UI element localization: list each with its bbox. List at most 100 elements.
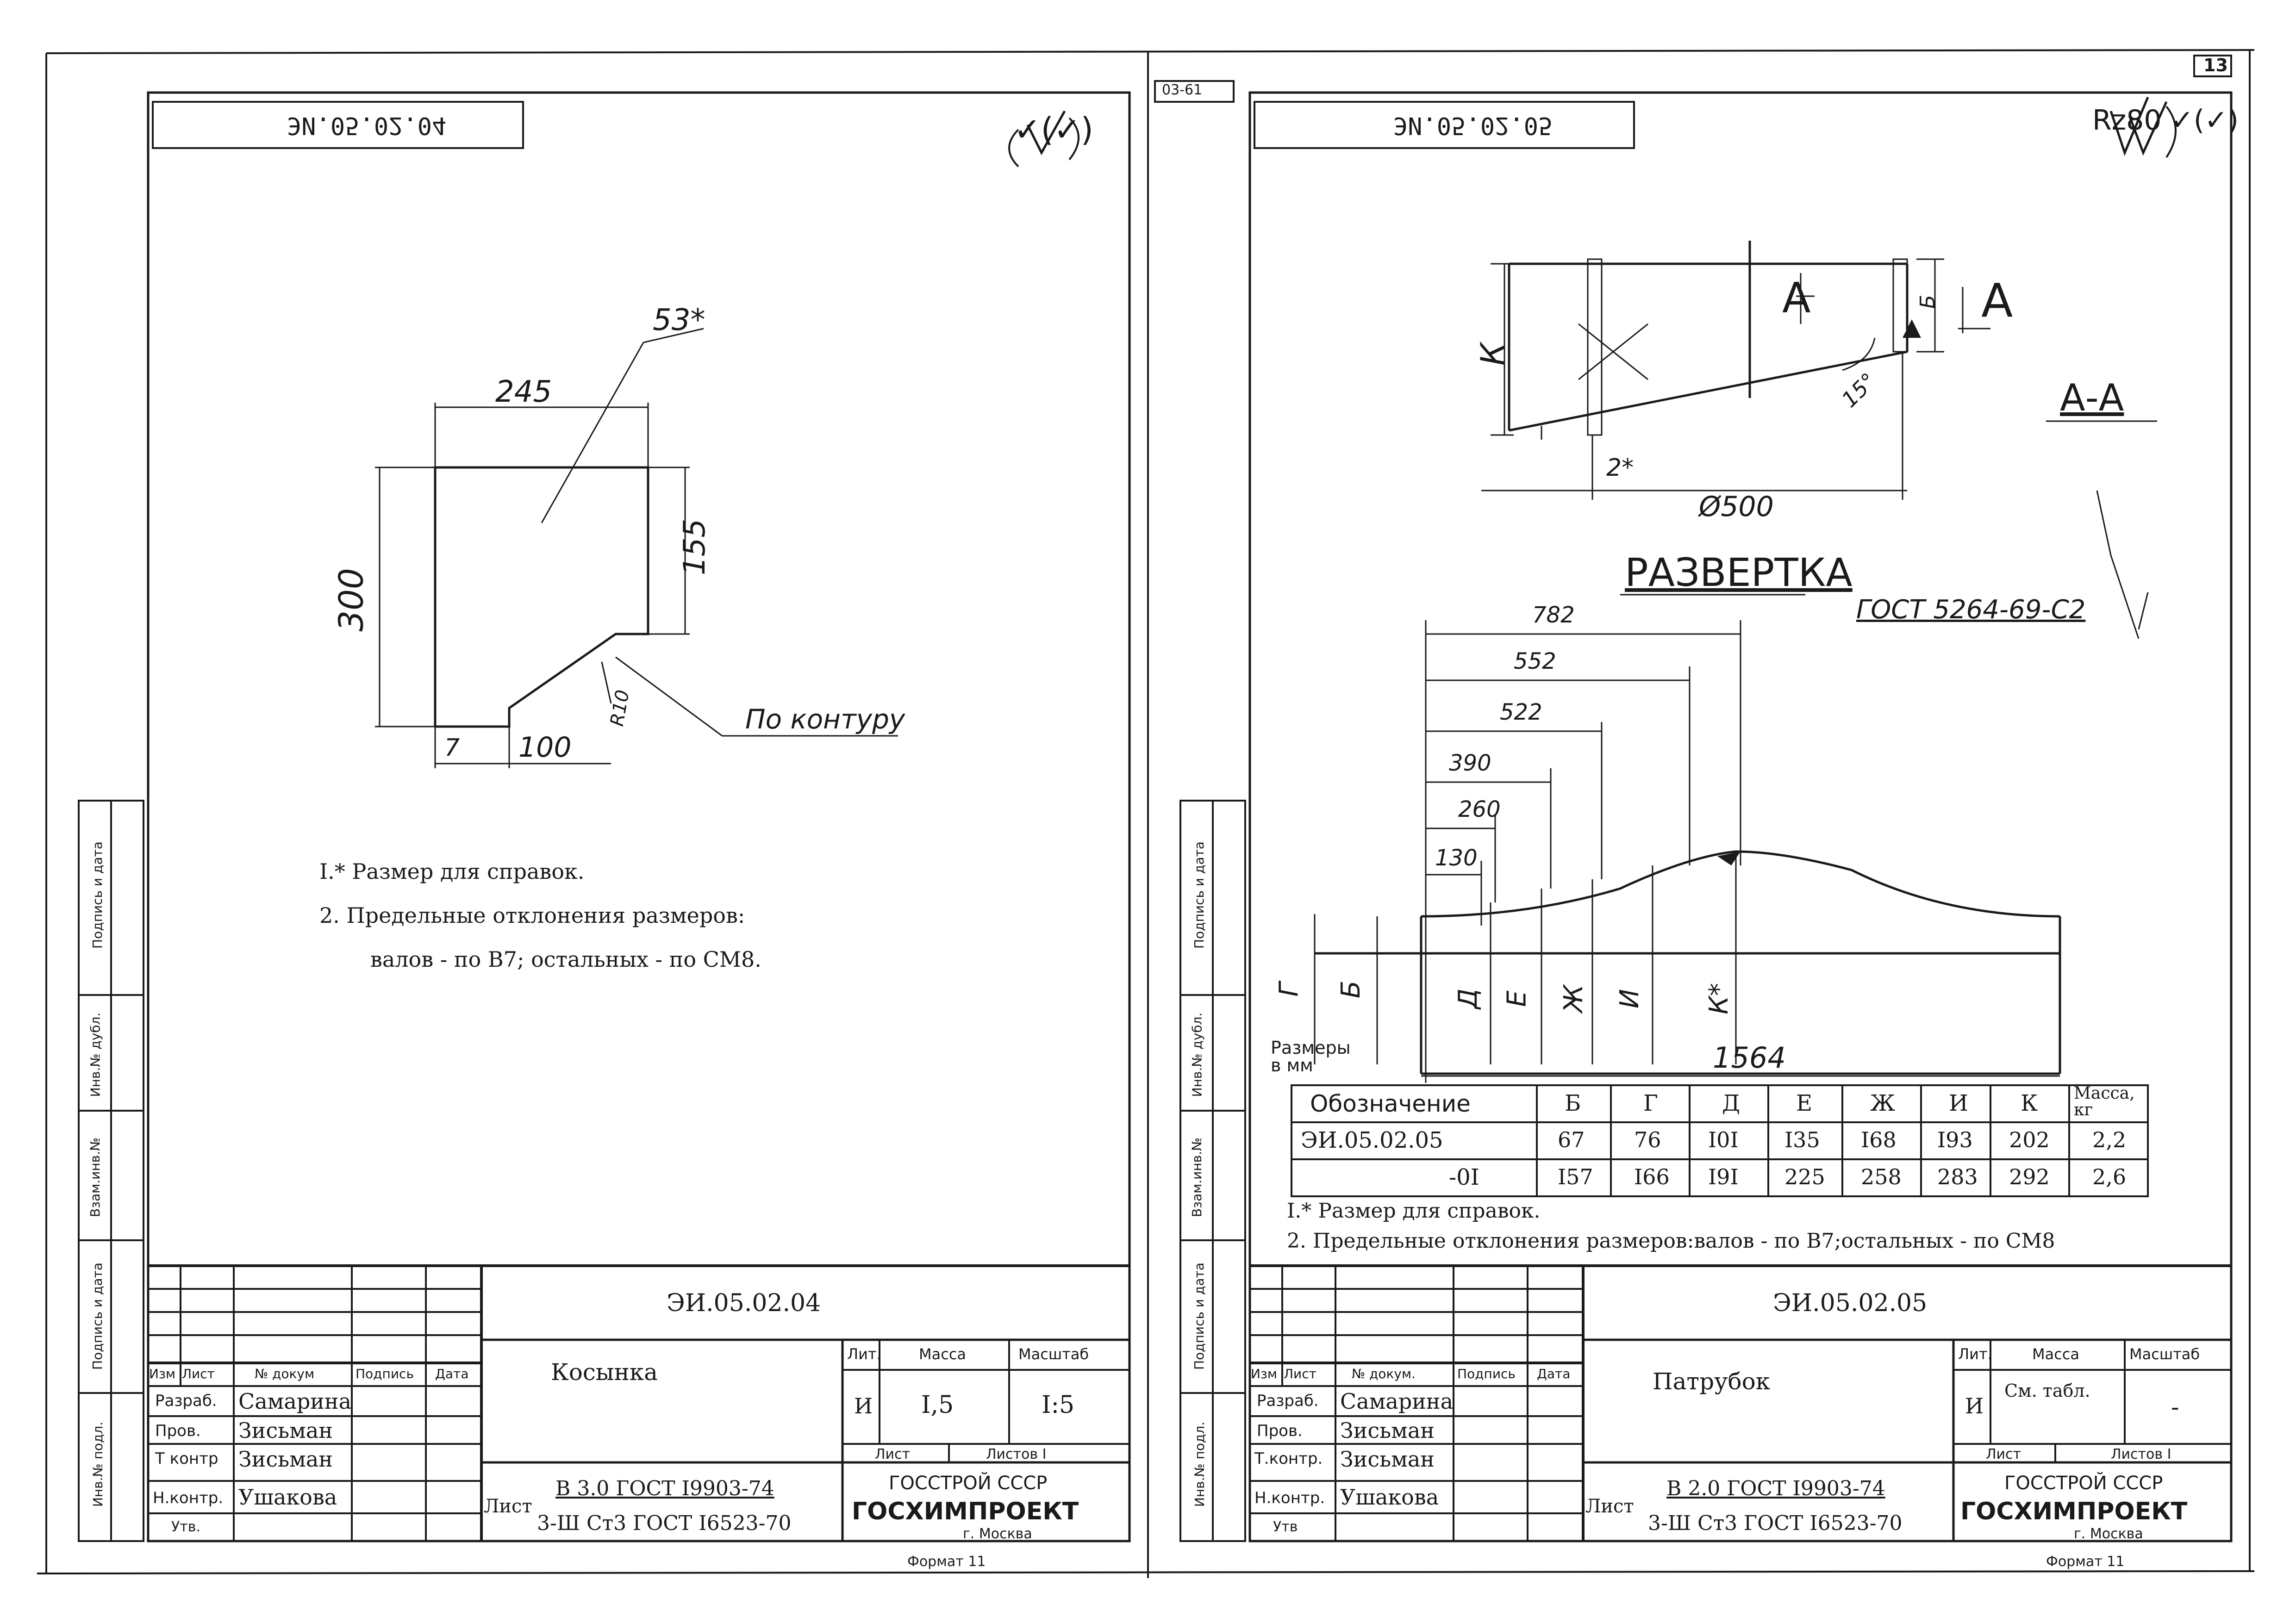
table-r1-b: 67 xyxy=(1558,1127,1585,1152)
right-format: Формат 11 xyxy=(2046,1554,2125,1570)
left-lit-value: И xyxy=(854,1393,873,1418)
left-side-label-5: Инв.№ подл. xyxy=(90,1421,106,1507)
left-role-3: Т контр xyxy=(155,1449,218,1468)
left-role-4: Н.контр. xyxy=(153,1489,224,1507)
section-dim-b: Б xyxy=(1916,294,1940,309)
unroll-length-1564: 1564 xyxy=(1713,1041,1786,1075)
left-side-label-3: Взам.инв.№ xyxy=(87,1137,103,1218)
left-format: Формат 11 xyxy=(907,1554,986,1570)
left-col-izm: Изм xyxy=(149,1366,175,1381)
right-note-2: 2. Предельные отклонения размеров:валов … xyxy=(1287,1229,2055,1253)
left-person-2: Зисьман xyxy=(238,1418,333,1443)
unroll-dim-522: 522 xyxy=(1500,699,1542,725)
left-scale-header: Масштаб xyxy=(1018,1345,1089,1363)
table-r2-zh: 258 xyxy=(1861,1164,1902,1189)
right-material-line1: В 2.0 ГОСТ I9903-74 xyxy=(1666,1477,1885,1500)
dim-7: 7 xyxy=(444,734,460,762)
left-org-1: ГОССТРОЙ СССР xyxy=(889,1473,1048,1494)
section-dim-diameter: Ø500 xyxy=(1699,491,1774,523)
right-material-prefix: Лист xyxy=(1585,1496,1634,1517)
table-r1-mass: 2,2 xyxy=(2092,1127,2127,1152)
table-header-k: К xyxy=(2021,1090,2038,1116)
right-corner-number: 13 xyxy=(2203,55,2228,75)
table-r1-g: 76 xyxy=(1634,1127,1661,1152)
table-r1-zh: I68 xyxy=(1861,1127,1897,1152)
table-r1-d: I0I xyxy=(1708,1127,1739,1152)
table-header-g: Г xyxy=(1643,1090,1658,1116)
left-note-2: 2. Предельные отклонения размеров: xyxy=(319,903,745,928)
units-label: Размеры в мм xyxy=(1271,1038,1351,1076)
section-label-a-a: А-А xyxy=(2060,376,2124,419)
dim-300: 300 xyxy=(331,568,371,632)
table-r2-b: I57 xyxy=(1558,1164,1593,1189)
right-side-label-4: Подпись и дата xyxy=(1191,1262,1207,1370)
ord-label-e: Е xyxy=(1502,990,1532,1007)
dim-100: 100 xyxy=(518,731,572,764)
right-note-1: I.* Размер для справок. xyxy=(1287,1199,1541,1223)
table-r1-k: 202 xyxy=(2009,1127,2050,1152)
table-r2-k: 292 xyxy=(2009,1164,2050,1189)
left-side-label-2: Инв.№ дубл. xyxy=(87,1012,103,1097)
left-role-2: Пров. xyxy=(155,1422,201,1440)
right-role-4: Н.контр. xyxy=(1254,1489,1325,1507)
table-r1-e: I35 xyxy=(1784,1127,1820,1152)
left-side-label-4: Подпись и дата xyxy=(89,1262,105,1370)
right-side-label-5: Инв.№ подл. xyxy=(1192,1421,1208,1507)
left-person-4: Ушакова xyxy=(238,1485,337,1510)
ord-label-k: К* xyxy=(1703,983,1734,1014)
right-side-label-2: Инв.№ дубл. xyxy=(1189,1012,1205,1097)
right-mass-value: См. табл. xyxy=(2004,1380,2090,1401)
right-city: г. Москва xyxy=(2074,1526,2143,1542)
left-material-prefix: Лист xyxy=(484,1496,532,1517)
table-r2-e: 225 xyxy=(1784,1164,1825,1189)
right-sheet-label: Лист xyxy=(1986,1446,2021,1462)
ord-label-g: Г xyxy=(1274,982,1304,997)
right-roughness-mark: Rz80 ✓(✓) xyxy=(2092,104,2239,137)
right-role-1: Разраб. xyxy=(1257,1392,1319,1410)
left-role-5: Утв. xyxy=(171,1519,200,1535)
left-person-3: Зисьман xyxy=(238,1447,333,1472)
right-person-3: Зисьман xyxy=(1340,1447,1435,1472)
left-roughness-mark: ✓(✓) xyxy=(1014,111,1093,149)
section-dim-k: К xyxy=(1473,342,1512,366)
left-scale-value: I:5 xyxy=(1042,1391,1075,1419)
section-dim-gap: 2* xyxy=(1606,454,1634,482)
left-sheets-label: Листов I xyxy=(986,1446,1047,1462)
ord-label-b: Б xyxy=(1336,980,1366,999)
right-org-1: ГОССТРОЙ СССР xyxy=(2004,1473,2163,1494)
table-header-b: Б xyxy=(1565,1090,1581,1116)
table-r2-i: 283 xyxy=(1937,1164,1978,1189)
left-org-2: ГОСХИМПРОЕКТ xyxy=(852,1498,1079,1525)
left-doc-code: ЭИ.05.02.04 xyxy=(667,1289,821,1317)
left-lit-header: Лит. xyxy=(847,1345,881,1363)
right-scale-header: Масштаб xyxy=(2129,1345,2200,1363)
section-mark-a-right: А xyxy=(1981,274,2013,328)
right-person-4: Ушакова xyxy=(1340,1485,1439,1510)
table-header-i: И xyxy=(1949,1090,1968,1116)
right-mass-header: Масса xyxy=(2032,1345,2080,1363)
dim-53: 53* xyxy=(653,303,705,337)
ord-label-zh: Ж xyxy=(1559,984,1589,1013)
left-col-list: Лист xyxy=(182,1366,215,1381)
right-role-2: Пров. xyxy=(1257,1422,1303,1440)
right-col-doc: № докум. xyxy=(1352,1366,1416,1381)
left-mass-header: Масса xyxy=(919,1345,967,1363)
table-header-zh: Ж xyxy=(1870,1090,1895,1116)
table-header-designation: Обозначение xyxy=(1310,1090,1471,1117)
table-r2-g: I66 xyxy=(1634,1164,1670,1189)
right-material-line2: 3-Ш Ст3 ГОСТ I6523-70 xyxy=(1648,1511,1903,1535)
unroll-dim-260: 260 xyxy=(1458,796,1501,822)
left-mirrored-stamp: ЭИ.05.02.04 xyxy=(287,112,447,139)
razvertka-title: РАЗВЕРТКА xyxy=(1625,550,1853,595)
right-part-name: Патрубок xyxy=(1653,1368,1770,1395)
left-role-1: Разраб. xyxy=(155,1392,217,1410)
right-role-3: Т.контр. xyxy=(1254,1449,1323,1468)
dim-155: 155 xyxy=(678,518,712,576)
table-header-d: Д xyxy=(1722,1090,1741,1116)
right-lit-value: И xyxy=(1965,1393,1984,1418)
section-mark-a-left: А xyxy=(1782,274,1811,323)
right-person-2: Зисьман xyxy=(1340,1418,1435,1443)
right-lit-header: Лит. xyxy=(1958,1345,1992,1363)
weld-gost: ГОСТ 5264-69-С2 xyxy=(1856,595,2086,625)
